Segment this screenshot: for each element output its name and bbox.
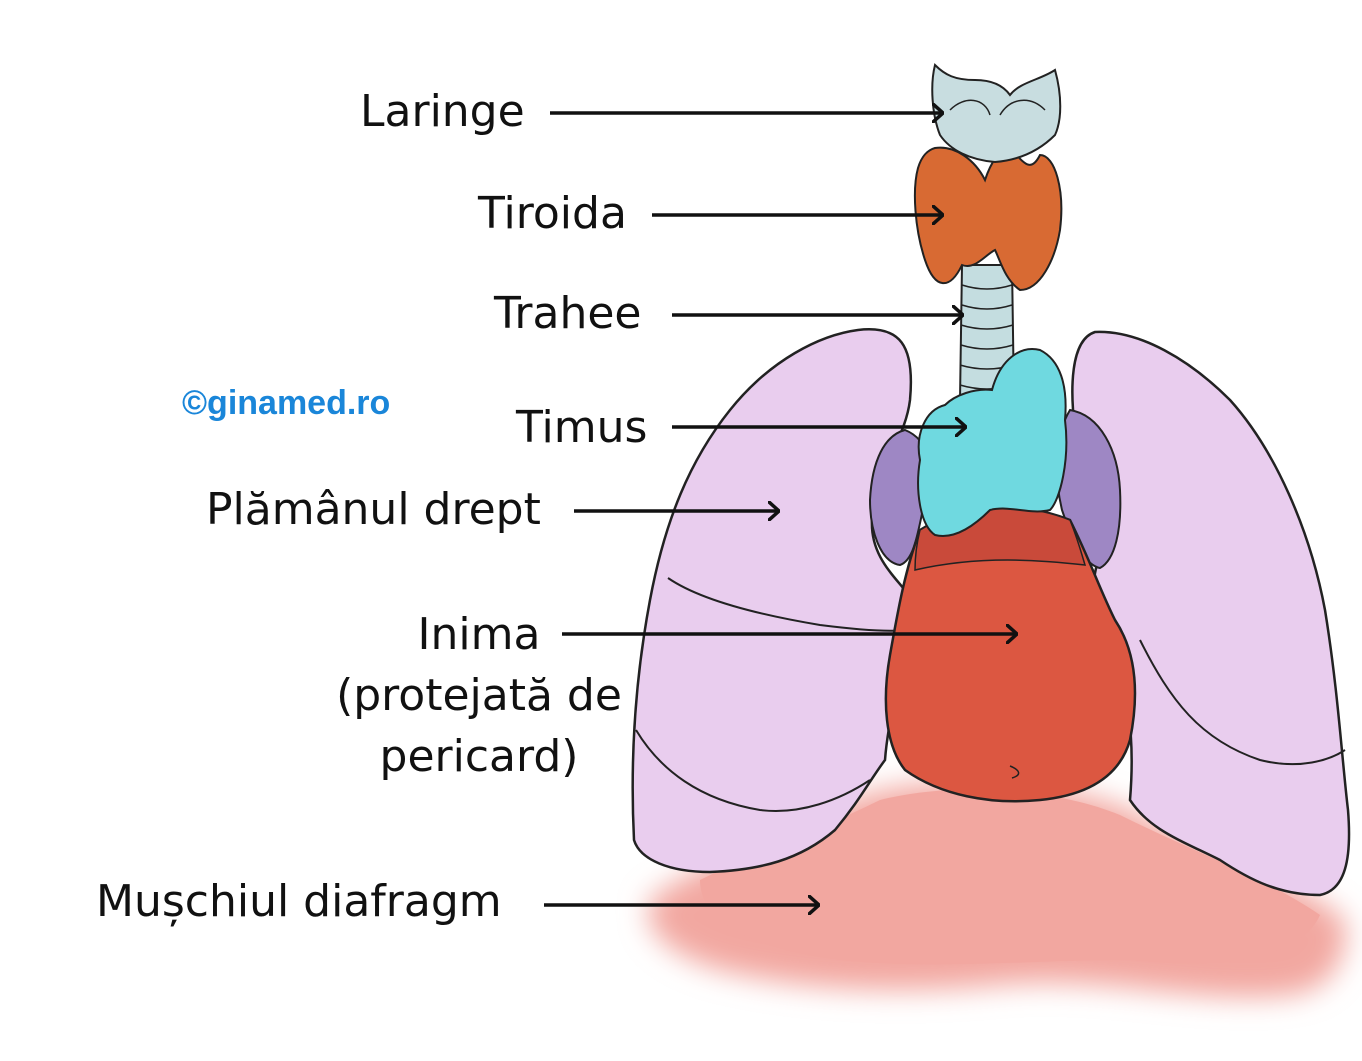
label-thyroid: Tiroida (478, 188, 627, 239)
right-lung (631, 328, 914, 874)
label-right-lung: Plămânul drept (206, 484, 541, 535)
label-heart-line2: (protejată de (336, 670, 622, 721)
label-heart: Inima (protejată de pericard) (320, 604, 638, 787)
label-heart-line1: Inima (417, 609, 541, 660)
right-lung-fissure-upper (667, 577, 906, 632)
larynx (931, 63, 1062, 164)
right-lung-fissure-lower (635, 729, 871, 812)
label-larynx: Laringe (360, 86, 525, 137)
diaphragm-muscle-core (700, 789, 1320, 965)
label-trachea: Trahee (494, 288, 642, 339)
label-diaphragm: Mușchiul diafragm (96, 876, 502, 927)
left-lung-fissure (1139, 639, 1346, 766)
label-heart-line3: pericard) (379, 731, 579, 782)
watermark: ©ginamed.ro (182, 384, 391, 422)
larynx-detail (949, 99, 1046, 116)
heart-base-curve (1009, 765, 1020, 779)
label-thymus: Timus (516, 402, 648, 453)
thymus (917, 348, 1068, 537)
